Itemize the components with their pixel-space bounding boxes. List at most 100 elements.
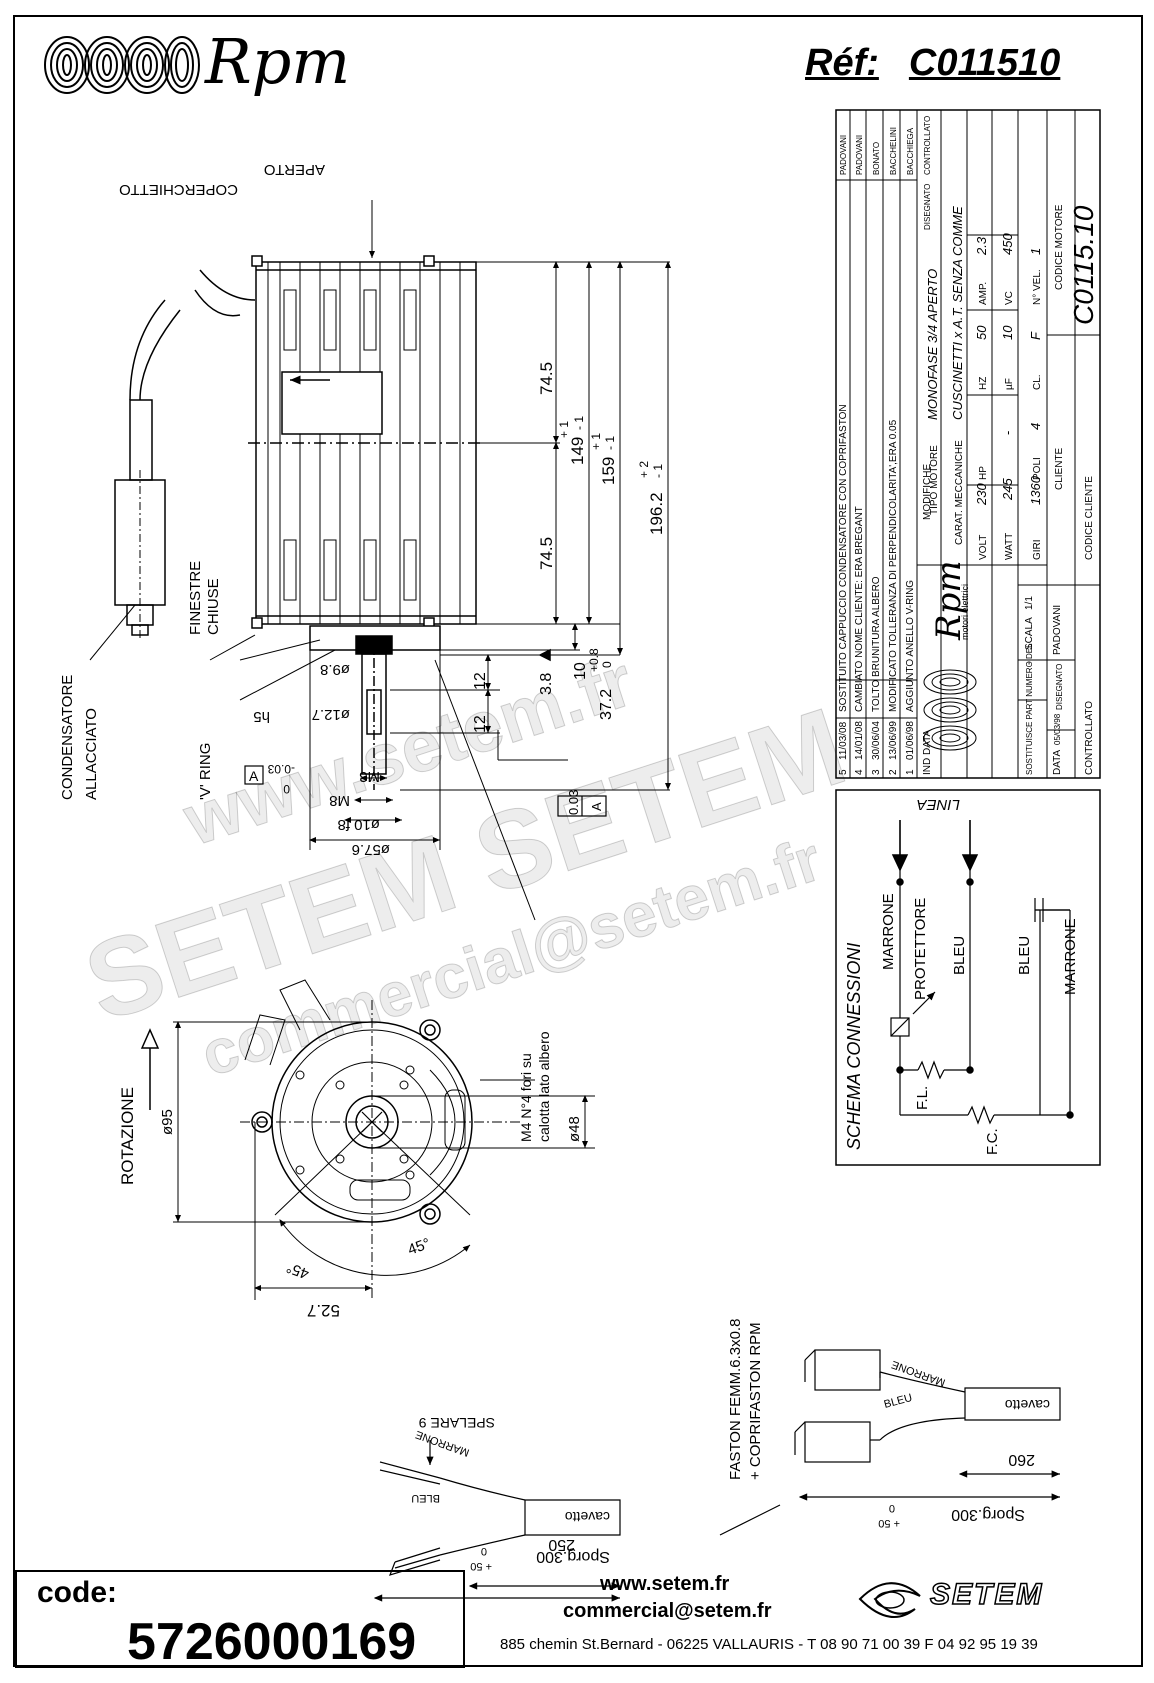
label-allacciato: ALLACCIATO [83,708,100,800]
schema-fl: F.L. [914,1086,931,1110]
holes-note-1: M4 N°4 fori su [518,1053,534,1142]
schema-bleu-1: BLEU [951,936,968,975]
watt-label: WATT [1004,533,1015,560]
dim-10: 10 [572,662,589,680]
reference: Réf: C011510 [805,42,1060,85]
rev-1-text: AGGIUNTO ANELLO V-RING [905,580,916,712]
setem-swirl-icon [858,1582,921,1618]
poli-value: 4 [1028,423,1043,430]
angle-45-a: 45° [284,1258,311,1282]
cable-a-sporg: Sporg.300 [536,1548,610,1565]
data-value: 05/03/98 [1053,713,1062,745]
label-aperto: APERTO [264,161,325,178]
schema-fc: F.C. [984,1128,1001,1155]
title-block [835,109,1101,779]
dim-m8: M8 [329,792,350,809]
rev-1-n: 1 [905,769,916,775]
dim-159-tol-up: + 1 [589,433,603,450]
rev-2-n: 2 [888,769,899,775]
dim-h5: h5 [253,708,270,725]
poli-label: POLI [1032,457,1043,480]
dim-196-2: 196.2 [647,492,666,535]
tolerance-flatness: 0.03 [566,790,581,815]
cable-a-bleu: BLEU [411,1492,440,1504]
cable-left-labels: SPELARE 9 MARRONE BLEU cavetto 250 Sporg… [411,1415,610,1572]
volt-label: VOLT [978,535,989,560]
controllato-label: CONTROLLATO [1084,701,1095,775]
cable-a-tol-up: + 50 [470,1560,492,1572]
volt-value: 230 [974,483,989,506]
label-coperchietto: COPERCHIETTO [119,181,238,198]
scala-label: SCALA [1024,617,1035,650]
rev-3-by: BONATO [872,142,881,175]
cable-b-cavetto: cavetto [1005,1397,1050,1413]
front-view-labels: ROTAZIONE ø95 ø48 M4 N°4 fori su calotta… [118,1031,583,1320]
rev-1-by: BACCHIEGA [906,127,915,175]
dim-149-tol-dn: - 1 [572,416,586,430]
linea-label: LINEA [917,796,960,813]
faston-1: FASTON FEMM.6.3x0.8 [727,1319,744,1480]
codice-motore-label: CODICE MOTORE [1054,204,1065,290]
rev-2-by: BACCHELINI [889,127,898,175]
label-chiuse: CHIUSE [205,578,222,635]
datum-a: A [249,768,259,784]
rev-4-by: PADOVANI [855,135,864,175]
schema-marrone-2: MARRONE [1062,918,1079,995]
dim-3-8: 3.8 [538,673,555,695]
footer-website[interactable]: www.setem.fr [600,1573,730,1595]
dim-m3: M3 [359,768,380,785]
tolerance-datum: A [589,802,604,811]
disegnato-label: DISEGNATO [1055,664,1064,710]
rev-5-text: SOSTITUITO CAPPUCCIO CONDENSATORE CON CO… [838,404,849,712]
vc-label: VC [1004,291,1015,305]
rev-4-text: CAMBIATO NOME CLIENTE: ERA BREGANT [854,506,865,712]
schema-title: SCHEMA CONNESSIONI [844,943,864,1150]
carat-value: CUSCINETTI x A.T. SENZA COMME [950,206,965,420]
rev-3-n: 3 [871,769,882,775]
nvel-value: 1 [1028,248,1043,255]
amp-label: AMP. [978,282,989,305]
dim-37-2-tol-0: 0 [600,661,614,668]
hp-placeholder: HP [978,466,989,480]
cable-left [373,1440,621,1602]
rev-2-text: MODIFICATO TOLLERANZA DI PERPENDICOLARIT… [888,419,899,712]
ref-value: C011510 [908,42,1061,84]
dim-149: 149 [568,437,587,465]
rev-1-date: 01/06/98 [905,721,916,760]
ref-label: Réf: [805,42,879,84]
rpm-coil-logo [44,36,200,94]
code-box: code: 5726000169 [15,1570,465,1671]
motor-side-view [89,200,671,921]
title-block-rpm-coil [923,669,977,751]
code-value: 5726000169 [127,1613,417,1671]
dim-tol-minus-003: -0.03 [267,762,295,776]
code-label: code: [37,1576,118,1609]
cable-b-bleu: BLEU [883,1392,914,1411]
faston-2: + COPRIFASTON RPM [747,1322,764,1480]
sostituisce-label: SOSTITUISCE PART NUMERO DEL [1025,643,1034,775]
dim-phi-9-8: ø9.8 [320,661,350,678]
schema-marrone-1: MARRONE [880,893,897,970]
angle-45-b: 45° [406,1235,433,1259]
dim-37-2: 37.2 [598,689,615,720]
cl-value: F [1028,331,1043,340]
tb-rpm-brand: Rpm [929,560,969,641]
dim-196-tol-dn: - 1 [651,464,665,478]
sostituisce-value: - [1023,661,1035,665]
dim-phi-12-7: ø12.7 [312,706,350,723]
footer-email[interactable]: commercial@setem.fr [563,1600,772,1622]
hdr-controllato: CONTROLLATO [923,116,932,175]
uf-label: µF [1004,378,1015,390]
dim-74-5-b: 74.5 [537,537,556,570]
dim-phi-10-f8: ø10 f8 [337,816,380,833]
cable-right [719,1349,1061,1536]
cable-b-tol-dn: 0 [889,1502,895,1514]
hdr-ind: IND [922,758,933,775]
hdr-disegnato: DISEGNATO [923,184,932,230]
cliente-label: CLIENTE [1054,447,1065,490]
hp-value: - [1000,431,1015,435]
cable-b-length: 260 [1008,1451,1035,1468]
title-block-text: 5 11/03/08 SOSTITUITO CAPPUCCIO CONDENSA… [838,116,1099,775]
label-v-ring: 'V' RING [197,743,214,800]
setem-wordmark: SETEM [929,1577,1044,1612]
